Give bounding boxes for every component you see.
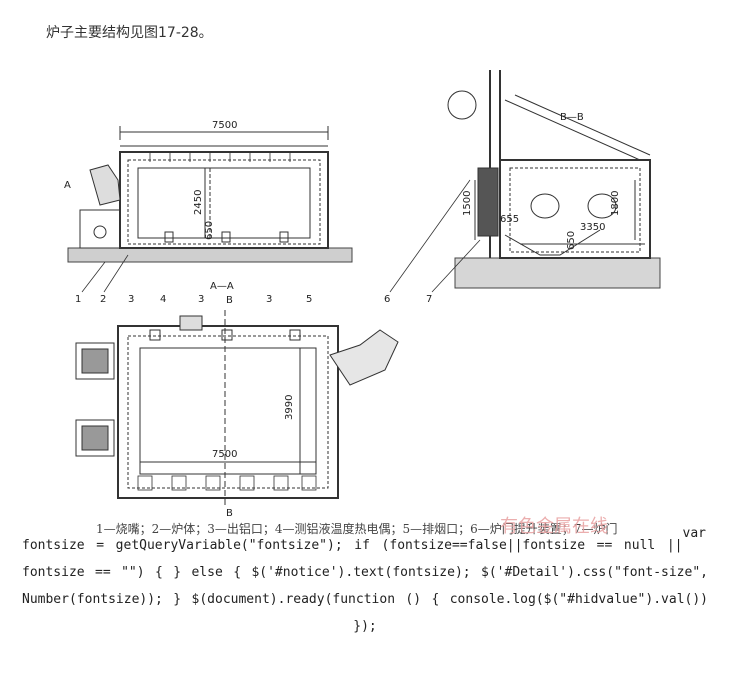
section-bb-dim-1800: 1800	[610, 191, 621, 216]
side-view-height-dim: 2450	[193, 190, 204, 215]
section-bb-dim-3350: 3350	[580, 222, 605, 233]
section-bb-dim-650: 650	[566, 231, 577, 250]
callout-3-a: 3	[128, 294, 134, 305]
callout-5: 5	[306, 294, 312, 305]
leaked-script-text: var fontsize = getQueryVariable("fontsiz…	[22, 526, 708, 640]
callout-1: 1	[75, 294, 81, 305]
callout-3-b: 3	[198, 294, 204, 305]
plan-aa-width-dim: 7500	[212, 449, 237, 460]
callout-4: 4	[160, 294, 166, 305]
callout-2: 2	[100, 294, 106, 305]
plan-aa-view	[75, 310, 399, 505]
side-view-width-dim: 7500	[212, 120, 237, 131]
side-view-bottom-dim: 650	[204, 221, 215, 240]
side-elevation-view	[67, 126, 353, 263]
plan-aa-depth-dim: 3990	[284, 395, 295, 420]
section-bb-dim-655: 655	[500, 214, 519, 225]
figure-intro-text: 炉子主要结构见图17-28。	[46, 25, 213, 41]
section-bb-dim-1500: 1500	[462, 191, 473, 216]
plan-aa-title: A—A	[210, 281, 234, 292]
watermark: 有色金属在线	[500, 516, 608, 537]
code-prefix: var	[682, 526, 706, 541]
code-body: fontsize = getQueryVariable("fontsize");…	[22, 538, 708, 634]
plan-aa-label-b-top: B	[226, 295, 233, 306]
figure-legend: 1—烧嘴；2—炉体；3—出铝口；4—测铝液温度热电偶；5—排烟口；6—炉门提升装…	[96, 522, 618, 536]
section-bb-title: B—B	[560, 112, 584, 123]
callout-7: 7	[426, 294, 432, 305]
side-view-label-a: A	[64, 180, 71, 191]
callout-6: 6	[384, 294, 390, 305]
plan-aa-label-b-bottom: B	[226, 508, 233, 519]
callout-3-c: 3	[266, 294, 272, 305]
section-bb-view	[447, 70, 661, 289]
